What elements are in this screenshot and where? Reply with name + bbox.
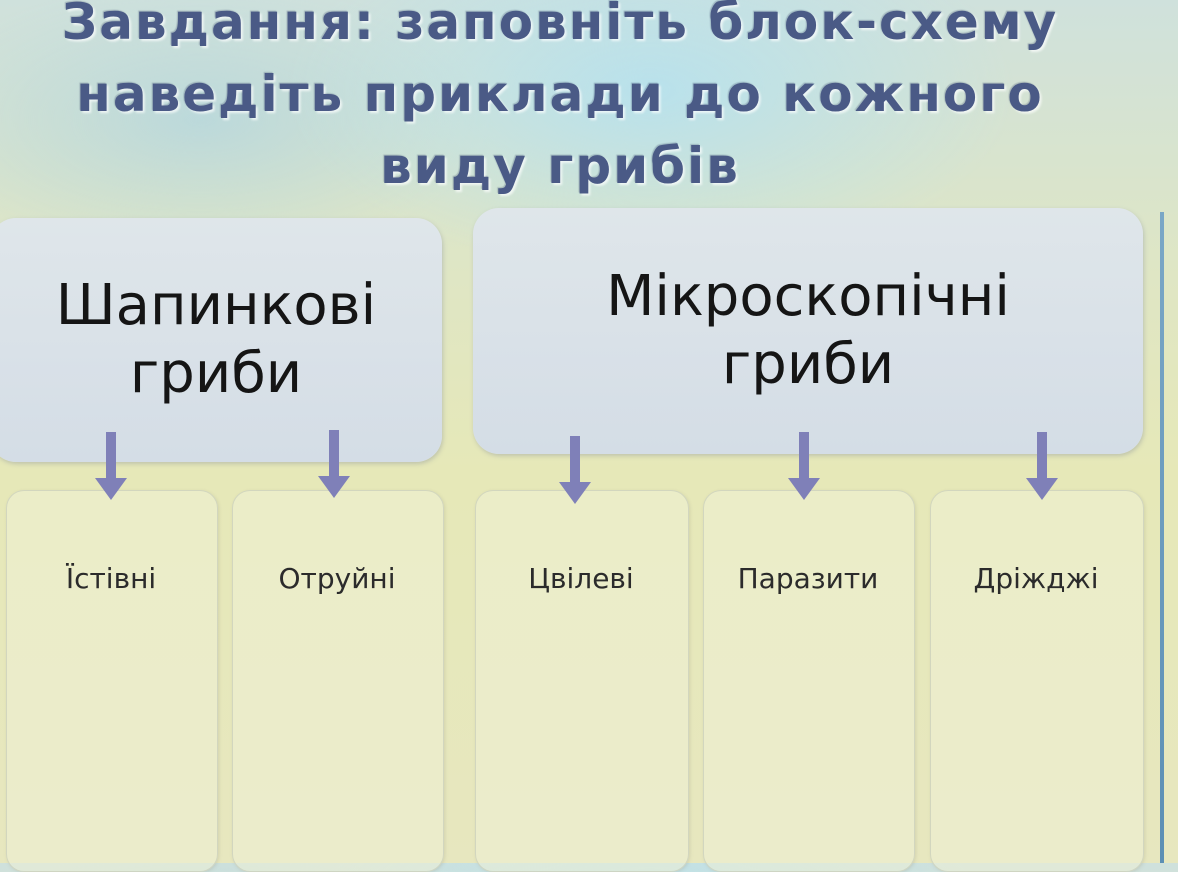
- title-line-3: виду грибів: [380, 137, 740, 195]
- header-box-cap-mushrooms: Шапинкові гриби: [0, 218, 442, 462]
- slide-edge-line: [1160, 212, 1164, 863]
- header-cap-line-2: гриби: [129, 341, 303, 406]
- arrow-down-icon: [559, 436, 591, 504]
- category-box-poisonous: [232, 490, 444, 872]
- category-label-poisonous: Отруйні: [278, 562, 396, 595]
- category-label-edible: Їстівні: [65, 562, 157, 595]
- title-line-2: наведіть приклади до кожного: [76, 65, 1044, 123]
- category-box-yeast: [930, 490, 1144, 872]
- slide-title: Завдання: заповніть блок-схему наведіть …: [40, 0, 1080, 202]
- arrow-down-icon: [95, 432, 127, 500]
- category-box-edible: [6, 490, 218, 872]
- arrow-down-icon: [1026, 432, 1058, 500]
- category-label-parasites: Паразити: [737, 562, 879, 595]
- category-box-parasites: [703, 490, 915, 872]
- arrow-down-icon: [788, 432, 820, 500]
- title-line-1: Завдання: заповніть блок-схему: [61, 0, 1059, 51]
- header-box-micro-fungi: Мікроскопічні гриби: [473, 208, 1143, 454]
- category-label-mold: Цвілеві: [528, 562, 634, 595]
- header-micro-line-2: гриби: [721, 332, 895, 397]
- category-box-mold: [475, 490, 689, 872]
- arrow-down-icon: [318, 430, 350, 498]
- header-cap-line-1: Шапинкові: [55, 273, 377, 338]
- category-label-yeast: Дріжджі: [973, 562, 1099, 595]
- header-micro-line-1: Мікроскопічні: [606, 264, 1010, 329]
